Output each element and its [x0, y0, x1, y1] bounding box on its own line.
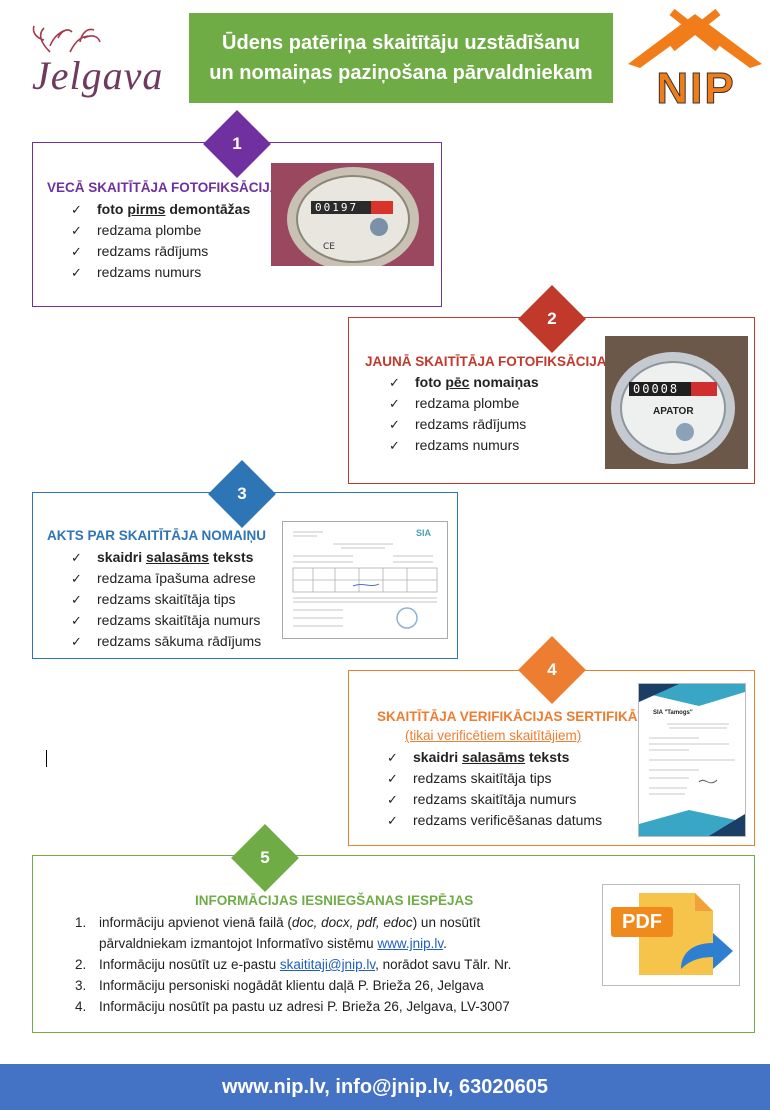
act-doc-logo-text: SIA [416, 528, 432, 538]
title-line-2: un nomaiņas paziņošana pārvaldniekam [209, 62, 593, 84]
pdf-label: PDF [622, 910, 662, 933]
list-item: ✓redzams skaitītāja numurs [71, 610, 261, 631]
list-item: ✓redzams skaitītāja tips [71, 589, 261, 610]
section-4-box: SKAITĪTĀJA VERIFIKĀCIJAS SERTIFIKĀTS (ti… [348, 670, 755, 846]
checkmark-icon: ✓ [389, 396, 400, 411]
jnip-website-link[interactable]: www.jnip.lv [377, 936, 444, 951]
section-1-box: VECĀ SKAITĪTĀJA FOTOFIKSĀCIJA ✓foto pirm… [32, 142, 442, 307]
checkmark-icon: ✓ [387, 771, 398, 786]
list-item: ✓redzama plombe [71, 220, 250, 241]
section-2-number: 2 [547, 309, 557, 328]
section-3-checklist: ✓skaidri salasāms teksts ✓redzama īpašum… [71, 547, 261, 652]
checkmark-icon: ✓ [71, 571, 82, 586]
title-line-1: Ūdens patēriņa skaitītāju uzstādīšanu [222, 32, 580, 54]
submission-options-list: 1.informāciju apvienot vienā failā (doc,… [75, 912, 511, 1017]
page-title: Ūdens patēriņa skaitītāju uzstādīšanu un… [189, 13, 613, 103]
list-item: ✓redzams skaitītāja numurs [387, 789, 602, 810]
nip-roof-logo-icon [628, 8, 762, 112]
list-item: 1.informāciju apvienot vienā failā (doc,… [75, 915, 481, 930]
jelgava-logo-text: Jelgava [32, 53, 164, 98]
new-meter-photo: 00008 APATOR [605, 336, 748, 469]
checkmark-icon: ✓ [71, 592, 82, 607]
section-3-number: 3 [237, 484, 247, 503]
checkmark-icon: ✓ [389, 375, 400, 390]
footer-contacts: www.nip.lv, info@jnip.lv, 63020605 [0, 1064, 770, 1110]
list-item: ✓redzams sākuma rādījums [71, 631, 261, 652]
meter-act-document-image: SIA [282, 521, 448, 639]
section-3-title: AKTS PAR SKAITĪTĀJA NOMAIŅU [47, 528, 266, 543]
section-5-title: INFORMĀCIJAS IESNIEGŠANAS IESPĒJAS [195, 893, 474, 908]
checkmark-icon: ✓ [387, 750, 398, 765]
nip-logo: NIP [622, 8, 768, 116]
list-item: ✓skaidri salasāms teksts [71, 547, 261, 568]
checkmark-icon: ✓ [71, 223, 82, 238]
pdf-file-share-icon [611, 893, 733, 975]
new-meter-brand: APATOR [653, 406, 694, 417]
checkmark-icon: ✓ [71, 244, 82, 259]
list-item: ✓foto pirms demontāžas [71, 199, 250, 220]
list-item: pārvaldniekam izmantojot Informatīvo sis… [99, 936, 447, 951]
section-5-number: 5 [260, 848, 270, 867]
pdf-icon-box: PDF [602, 884, 740, 986]
list-item: ✓redzams verificēšanas datums [387, 810, 602, 831]
list-item: ✓redzams rādījums [389, 414, 539, 435]
section-4-subtitle: (tikai verificētiem skaitītājiem) [405, 728, 582, 743]
checkmark-icon: ✓ [71, 202, 82, 217]
new-meter-digits: 00008 [633, 382, 680, 396]
section-1-checklist: ✓foto pirms demontāžas ✓redzama plombe ✓… [71, 199, 250, 283]
list-item: 3.Informāciju personiski nogādāt klientu… [75, 978, 484, 993]
list-item: ✓redzams rādījums [71, 241, 250, 262]
section-4-title: SKAITĪTĀJA VERIFIKĀCIJAS SERTIFIKĀTS [377, 709, 655, 724]
list-item: ✓foto pēc nomaiņas [389, 372, 539, 393]
list-item: ✓redzama īpašuma adrese [71, 568, 261, 589]
section-4-number: 4 [547, 660, 557, 679]
section-1-title: VECĀ SKAITĪTĀJA FOTOFIKSĀCIJA [47, 180, 280, 195]
svg-text:CE: CE [323, 242, 335, 252]
checkmark-icon: ✓ [71, 265, 82, 280]
checkmark-icon: ✓ [71, 550, 82, 565]
section-4-checklist: ✓skaidri salasāms teksts ✓redzams skaitī… [387, 747, 602, 831]
checkmark-icon: ✓ [387, 792, 398, 807]
verification-certificate-image: SIA "Tamogs" [638, 683, 746, 837]
checkmark-icon: ✓ [389, 438, 400, 453]
list-item: 2.Informāciju nosūtīt uz e-pastu skaitit… [75, 957, 512, 972]
nip-logo-text: NIP [656, 64, 736, 114]
list-item: ✓redzams numurs [71, 262, 250, 283]
list-item: ✓skaidri salasāms teksts [387, 747, 602, 768]
list-item: ✓redzams skaitītāja tips [387, 768, 602, 789]
deer-antlers-icon [32, 25, 101, 53]
section-1-number: 1 [232, 134, 242, 153]
old-meter-photo: CE 00197 [271, 163, 434, 266]
checkmark-icon: ✓ [387, 813, 398, 828]
section-2-title: JAUNĀ SKAITĪTĀJA FOTOFIKSĀCIJA [365, 354, 607, 369]
email-link[interactable]: skaititaji@jnip.lv [279, 957, 376, 972]
jelgava-logo: Jelgava [10, 22, 175, 102]
section-5-box: INFORMĀCIJAS IESNIEGŠANAS IESPĒJAS 1.inf… [32, 855, 755, 1033]
list-item: ✓redzams numurs [389, 435, 539, 456]
cert-doc-title: SIA "Tamogs" [653, 710, 693, 716]
list-item: 4.Informāciju nosūtīt pa pastu uz adresi… [75, 999, 510, 1014]
list-item: ✓redzama plombe [389, 393, 539, 414]
section-2-checklist: ✓foto pēc nomaiņas ✓redzama plombe ✓redz… [389, 372, 539, 456]
checkmark-icon: ✓ [389, 417, 400, 432]
old-meter-digits: 00197 [315, 201, 359, 214]
checkmark-icon: ✓ [71, 613, 82, 628]
checkmark-icon: ✓ [71, 634, 82, 649]
text-cursor [46, 750, 47, 767]
